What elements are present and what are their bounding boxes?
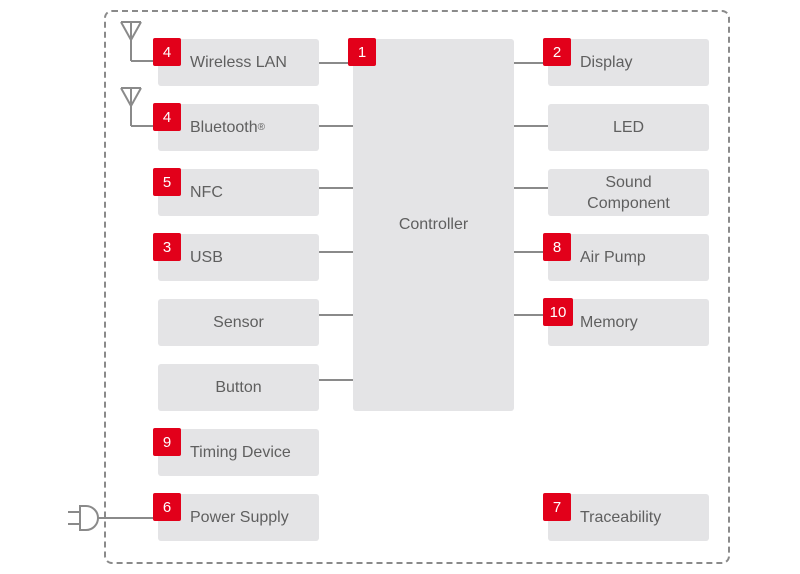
block-memory: Memory xyxy=(548,299,709,346)
block-timing-device: Timing Device xyxy=(158,429,319,476)
block-label: Traceability xyxy=(580,508,662,526)
badge-power-supply: 6 xyxy=(153,493,181,521)
block-label: Wireless LAN xyxy=(190,53,287,71)
block-nfc: NFC xyxy=(158,169,319,216)
block-wireless-lan: Wireless LAN xyxy=(158,39,319,86)
badge-wireless-lan: 4 xyxy=(153,38,181,66)
badge-nfc: 5 xyxy=(153,168,181,196)
block-bluetooth: Bluetooth® xyxy=(158,104,319,151)
device-boundary xyxy=(104,10,730,564)
badge-usb: 3 xyxy=(153,233,181,261)
block-label: USB xyxy=(190,248,223,266)
block-label: Sensor xyxy=(213,313,264,331)
badge-air-pump: 8 xyxy=(543,233,571,261)
block-label-line1: Sound xyxy=(605,173,652,191)
block-label: Power Supply xyxy=(190,508,289,526)
registered-mark: ® xyxy=(257,122,265,133)
block-air-pump: Air Pump xyxy=(548,234,709,281)
badge-traceability: 7 xyxy=(543,493,571,521)
block-led: LED xyxy=(548,104,709,151)
block-label: Bluetooth xyxy=(190,118,258,136)
block-sensor: Sensor xyxy=(158,299,319,346)
badge-memory: 10 xyxy=(543,298,573,326)
block-power-supply: Power Supply xyxy=(158,494,319,541)
block-label: Button xyxy=(215,378,262,396)
badge-timing-device: 9 xyxy=(153,428,181,456)
controller-badge: 1 xyxy=(348,38,376,66)
block-traceability: Traceability xyxy=(548,494,709,541)
badge-bluetooth: 4 xyxy=(153,103,181,131)
block-display: Display xyxy=(548,39,709,86)
block-label: Display xyxy=(580,53,633,71)
block-usb: USB xyxy=(158,234,319,281)
block-button: Button xyxy=(158,364,319,411)
block-label: Timing Device xyxy=(190,443,291,461)
block-label: LED xyxy=(612,118,645,136)
block-label-line2: Component xyxy=(587,194,670,212)
controller-label: Controller xyxy=(398,216,469,233)
badge-display: 2 xyxy=(543,38,571,66)
controller-block: Controller xyxy=(353,39,514,411)
block-label: Air Pump xyxy=(580,248,646,266)
block-label: NFC xyxy=(190,183,223,201)
block-sound-component: Sound Component xyxy=(548,169,709,216)
block-label: Memory xyxy=(580,313,638,331)
power-plug-icon xyxy=(68,505,158,531)
